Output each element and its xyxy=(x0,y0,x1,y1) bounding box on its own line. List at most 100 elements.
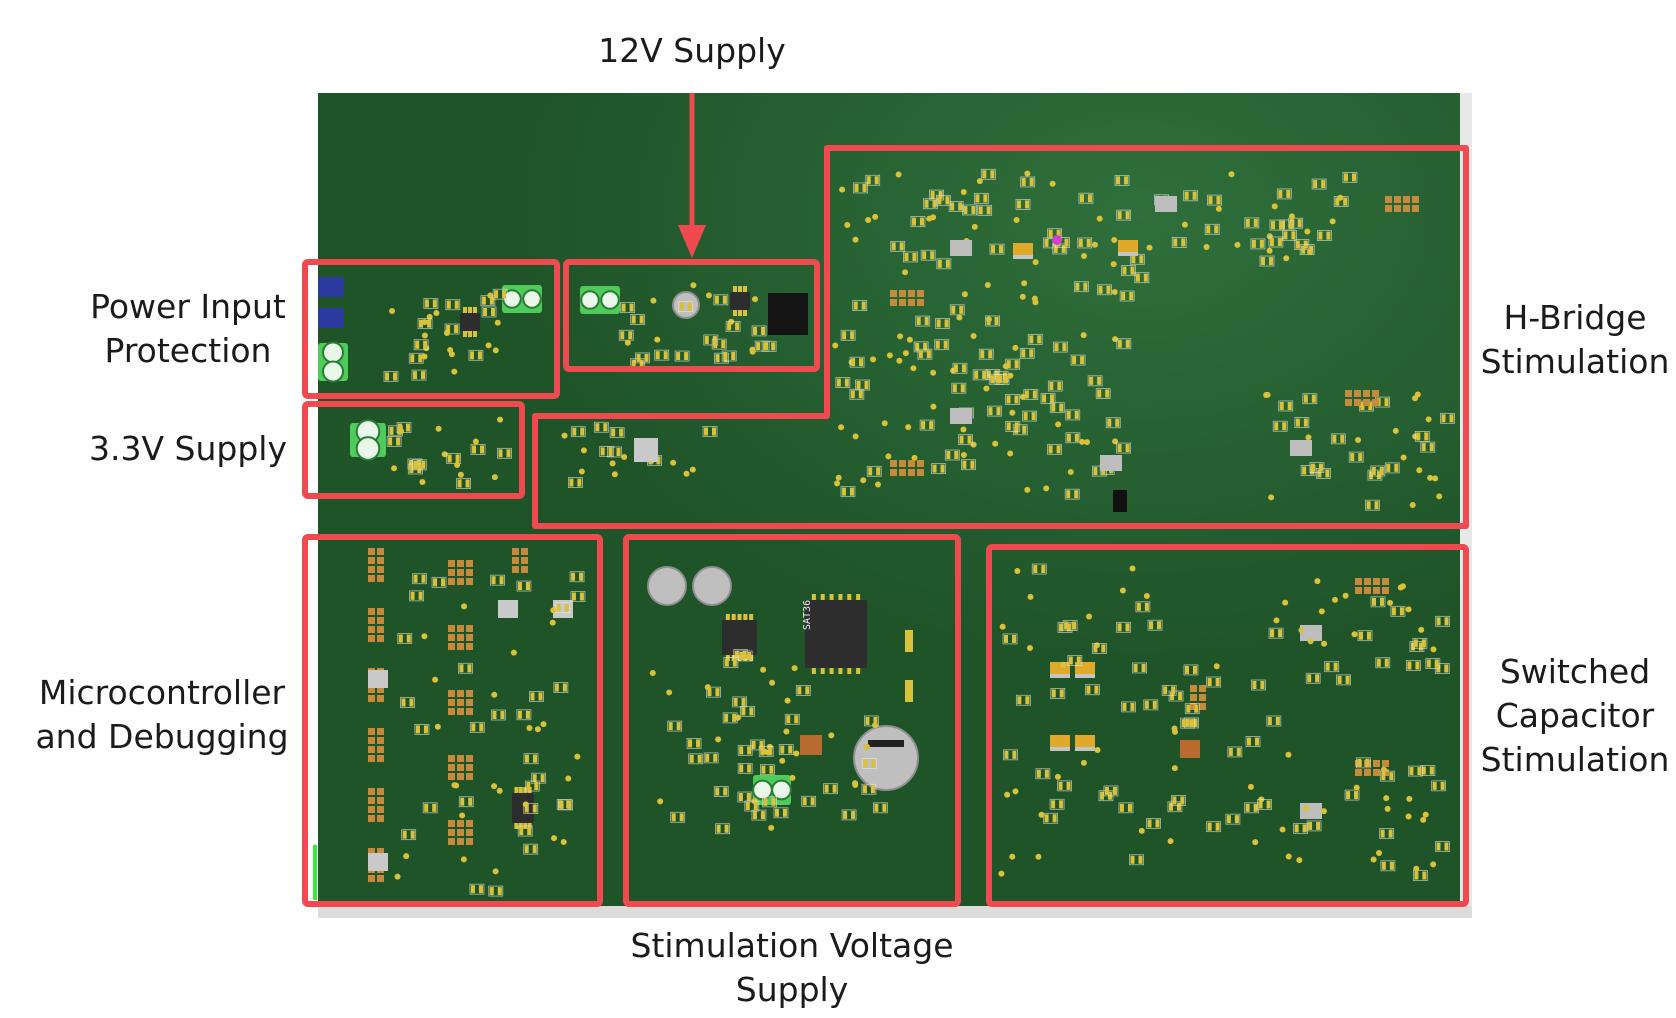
smd-pad xyxy=(937,259,942,268)
smd-outline xyxy=(890,240,906,252)
smd-outline xyxy=(409,590,424,602)
label-12v-supply: 12V Supply xyxy=(598,31,786,70)
smd-outline xyxy=(1309,462,1325,474)
via-pad xyxy=(1342,592,1349,599)
via-pad xyxy=(872,722,879,729)
via-pad xyxy=(911,454,918,461)
smd-pad xyxy=(747,651,752,660)
smd-pad xyxy=(1106,285,1111,294)
smd-outline xyxy=(1065,409,1081,421)
smd-outline xyxy=(1348,451,1364,463)
header-pin xyxy=(377,788,384,795)
header-pin xyxy=(899,460,906,467)
via-pad xyxy=(421,633,428,640)
smd-pad xyxy=(738,793,743,802)
ic-pin xyxy=(743,614,748,620)
smd-pad xyxy=(532,754,537,763)
via-pad xyxy=(1083,439,1090,446)
smd-outline xyxy=(570,426,586,438)
via-pad xyxy=(1271,203,1278,210)
smd-pad xyxy=(1318,463,1323,472)
smd-outline xyxy=(1040,393,1056,404)
ic-pin xyxy=(847,668,852,674)
smd-pad xyxy=(481,296,486,305)
smd-pad xyxy=(1407,661,1412,670)
smd-pad xyxy=(986,206,991,215)
ic-chip xyxy=(730,292,750,310)
smd-pad xyxy=(930,191,935,200)
smd-pad xyxy=(423,340,428,349)
via-pad xyxy=(1049,180,1056,187)
via-pad xyxy=(1035,853,1042,860)
smd-pad xyxy=(1206,225,1211,234)
smd-pad xyxy=(1075,282,1080,291)
pcb-board-edge xyxy=(318,906,1472,918)
smd-pad xyxy=(1376,471,1381,480)
region-h-bridge xyxy=(532,145,1469,529)
via-pad xyxy=(398,428,405,435)
smd-pad xyxy=(1215,822,1220,831)
smd-pad xyxy=(1032,390,1037,399)
smd-pad xyxy=(1185,718,1190,727)
via-pad xyxy=(906,336,913,343)
smd-pad xyxy=(468,797,473,806)
smd-outline xyxy=(1002,633,1018,645)
smd-pad xyxy=(1192,665,1197,674)
header-pin xyxy=(457,699,464,706)
via-pad xyxy=(1283,255,1290,262)
smd-pad xyxy=(556,603,561,612)
ic-pin xyxy=(733,286,737,292)
smd-pad xyxy=(1093,644,1098,653)
smd-pad xyxy=(924,199,929,208)
header-pin xyxy=(368,728,375,735)
terminal-screw xyxy=(522,289,542,309)
smd-pad xyxy=(1275,716,1280,725)
header-pin xyxy=(368,848,375,855)
smd-pad xyxy=(858,390,863,399)
smd-pad xyxy=(1288,221,1293,230)
smd-pad xyxy=(859,358,864,367)
smd-outline xyxy=(737,744,753,756)
smd-pad xyxy=(524,804,529,813)
smd-outline xyxy=(723,657,739,668)
smd-outline xyxy=(977,204,993,216)
smd-pad xyxy=(851,810,856,819)
smd-outline xyxy=(400,697,415,708)
smd-outline xyxy=(1306,820,1322,832)
header-pin xyxy=(1190,685,1197,692)
smd-pad xyxy=(446,300,451,309)
smd-outline xyxy=(1204,223,1220,235)
smd-pad xyxy=(1245,803,1250,812)
via-pad xyxy=(666,689,673,696)
smd-pad xyxy=(1388,829,1393,838)
smd-pad xyxy=(524,845,529,854)
via-pad xyxy=(1405,813,1412,820)
smd-outline xyxy=(1245,736,1261,747)
smd-pad xyxy=(715,688,720,697)
header-pin xyxy=(1385,196,1392,203)
smd-pad xyxy=(595,423,600,432)
smd-pad xyxy=(1216,196,1221,205)
header-pin xyxy=(1199,694,1206,701)
smd-outline xyxy=(1336,674,1351,686)
region-12v-supply xyxy=(563,259,820,372)
header-pin xyxy=(377,575,384,582)
smd-pad xyxy=(1004,750,1009,759)
smd-outline xyxy=(1330,433,1346,445)
smd-outline xyxy=(1375,657,1391,669)
smd-outline xyxy=(654,349,670,361)
smd-pad xyxy=(1189,719,1194,728)
header-pin xyxy=(448,764,455,771)
via-pad xyxy=(902,269,909,276)
smd-pad xyxy=(427,319,432,328)
via-pad xyxy=(460,856,467,863)
smd-pad xyxy=(741,707,746,716)
smd-pad xyxy=(1061,244,1066,253)
ic-pin xyxy=(473,331,477,337)
via-pad xyxy=(1038,811,1045,818)
smd-pad xyxy=(911,217,916,226)
smd-pad xyxy=(1317,469,1322,478)
module-block xyxy=(498,600,518,618)
smd-pad xyxy=(714,295,719,304)
via-pad xyxy=(704,684,711,691)
